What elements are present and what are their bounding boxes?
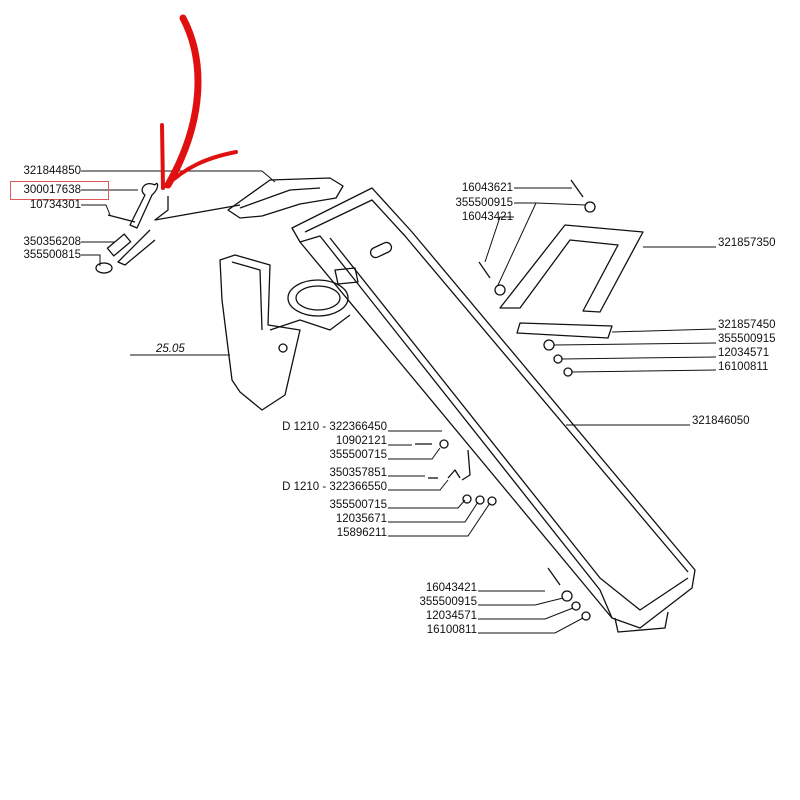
part-label[interactable]: 350357851 bbox=[329, 467, 387, 479]
part-label[interactable]: D 1210 - 322366550 bbox=[282, 481, 387, 493]
funnel-25.05 bbox=[219, 254, 359, 411]
part-label[interactable]: 321857450 bbox=[718, 319, 776, 331]
plate-321857350 bbox=[499, 224, 644, 313]
part-label[interactable]: 16043421 bbox=[461, 211, 513, 223]
part-label[interactable]: 16043421 bbox=[425, 582, 477, 594]
part-label[interactable]: 16043621 bbox=[461, 182, 513, 194]
part-label[interactable]: 321846050 bbox=[692, 415, 750, 427]
part-label[interactable]: 355500715 bbox=[329, 449, 387, 461]
chute-321846050 bbox=[291, 187, 696, 633]
highlight-box bbox=[10, 181, 109, 200]
part-label[interactable]: 15896211 bbox=[336, 527, 387, 539]
part-label[interactable]: 10902121 bbox=[335, 435, 387, 447]
leader-lines bbox=[81, 170, 717, 634]
cover-321844850 bbox=[227, 177, 344, 219]
plate-321857450 bbox=[516, 322, 613, 339]
part-label[interactable]: D 1210 - 322366450 bbox=[282, 421, 387, 433]
part-label[interactable]: 355500715 bbox=[329, 499, 387, 511]
red-arrow-icon bbox=[160, 14, 238, 190]
part-label[interactable]: 12034571 bbox=[718, 347, 770, 359]
part-label[interactable]: 355500915 bbox=[455, 197, 513, 209]
part-label[interactable]: 12035671 bbox=[335, 513, 387, 525]
part-label[interactable]: 16100811 bbox=[426, 624, 477, 636]
part-label[interactable]: 10734301 bbox=[29, 199, 81, 211]
part-label[interactable]: 355500915 bbox=[419, 596, 477, 608]
part-label[interactable]: 321857350 bbox=[718, 237, 776, 249]
diagram-ref-label: 25.05 bbox=[156, 343, 185, 355]
part-label[interactable]: 321844850 bbox=[23, 165, 81, 177]
part-label[interactable]: 12034571 bbox=[425, 610, 477, 622]
part-label-highlighted[interactable]: 300017638 bbox=[23, 184, 81, 196]
lever-assembly bbox=[95, 182, 241, 274]
part-label[interactable]: 16100811 bbox=[718, 361, 769, 373]
part-label[interactable]: 355500915 bbox=[718, 333, 776, 345]
part-label[interactable]: 350356208 bbox=[23, 236, 81, 248]
part-label[interactable]: 355500815 bbox=[23, 249, 81, 261]
